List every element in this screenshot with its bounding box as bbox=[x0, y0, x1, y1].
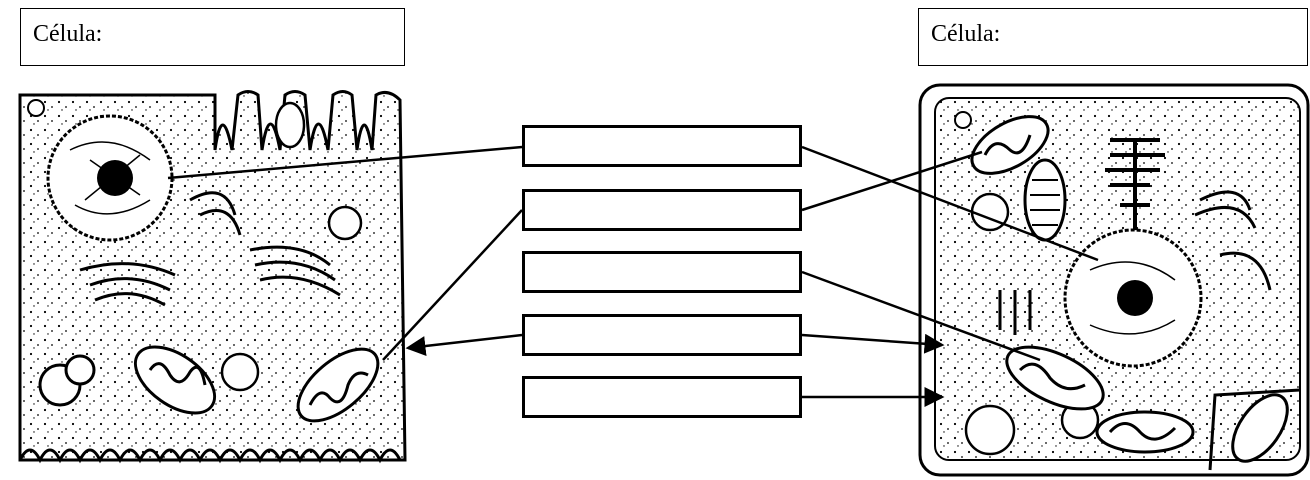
right-cell bbox=[918, 83, 1310, 477]
right-mitochondrion-2 bbox=[1095, 410, 1195, 454]
right-chloroplast-1 bbox=[970, 115, 1050, 175]
answer-box-4[interactable] bbox=[522, 314, 802, 356]
left-cell bbox=[18, 90, 407, 464]
right-er bbox=[1105, 138, 1165, 240]
line-box2-right-chloroplast bbox=[801, 150, 983, 212]
left-cell-microvilli bbox=[18, 448, 402, 464]
right-nucleolus bbox=[1117, 280, 1153, 316]
right-cell-label-box[interactable]: Célula: bbox=[918, 8, 1308, 66]
left-cell-label: Célula: bbox=[33, 21, 103, 47]
answer-box-3[interactable] bbox=[522, 251, 802, 293]
line-box4-left-membrane bbox=[405, 333, 523, 356]
right-chloroplast-2 bbox=[1023, 158, 1067, 242]
connector-lines bbox=[167, 145, 1099, 407]
right-cell-label: Célula: bbox=[931, 21, 1001, 47]
left-golgi bbox=[79, 245, 341, 307]
line-box3-right-mitochondrion bbox=[801, 270, 1041, 362]
answer-box-1[interactable] bbox=[522, 125, 802, 167]
left-mitochondrion-2 bbox=[296, 347, 380, 423]
left-vacuole bbox=[327, 205, 363, 241]
line-box4-right-membrane bbox=[801, 333, 945, 354]
line-box2-left-mitochondrion bbox=[382, 209, 523, 361]
answer-box-2[interactable] bbox=[522, 189, 802, 231]
right-mitochondrion-1 bbox=[1005, 345, 1105, 411]
left-cell-marker-icon bbox=[27, 99, 45, 117]
left-cell-label-box[interactable]: Célula: bbox=[20, 8, 405, 66]
left-vesicle bbox=[220, 352, 260, 392]
line-box1-left-nucleus bbox=[167, 145, 523, 180]
line-box1-right-nucleus bbox=[801, 145, 1099, 262]
right-cell-marker-icon bbox=[954, 111, 972, 129]
answer-box-5[interactable] bbox=[522, 376, 802, 418]
right-vacuole-2 bbox=[964, 404, 1016, 456]
